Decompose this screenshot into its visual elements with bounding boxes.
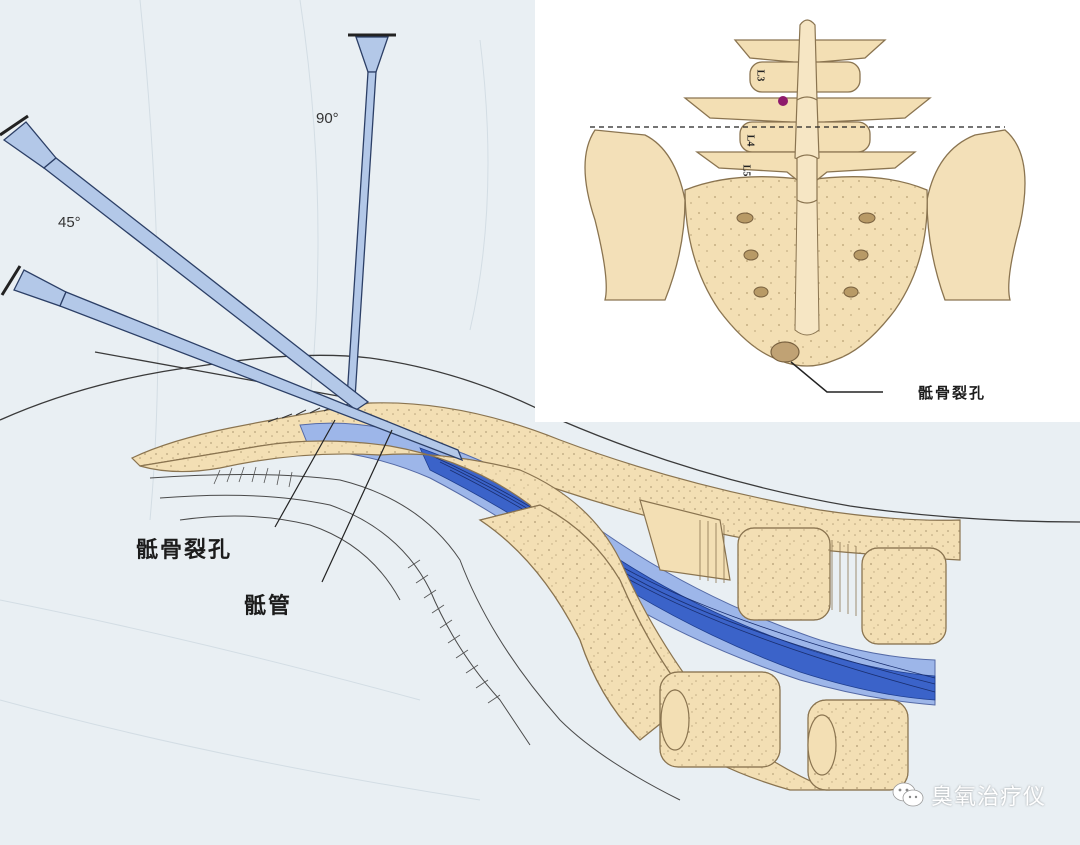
sacral-hiatus-label: 骶骨裂孔 (136, 538, 233, 563)
vertebral-bodies (478, 504, 909, 791)
sacral-canal-label: 骶管 (244, 594, 293, 619)
vertebra-label-l5: L5 (740, 164, 752, 177)
spinous-processes (794, 19, 820, 204)
angle-90-label: 90° (316, 110, 339, 127)
iliac-wing-right (926, 129, 1026, 301)
lumbar-laminae (639, 499, 947, 645)
sacral-hiatus-opening (770, 341, 800, 363)
hiatus-membrane (267, 403, 349, 423)
sacral-foramina (736, 212, 876, 298)
vertebra-label-l4: L4 (744, 134, 756, 147)
tissue-hatching (213, 466, 501, 704)
watermark-text: 臭氧治疗仪 (930, 785, 1046, 810)
posterior-spine-inset (535, 0, 1080, 422)
injection-marker (778, 96, 788, 106)
ligament-striations (699, 520, 857, 616)
vertebra-label-l3: L3 (754, 69, 766, 82)
angle-45-label: 45° (58, 214, 81, 231)
iliac-wing-left (584, 129, 686, 301)
needle-shallow (0, 265, 464, 462)
hiatus-leader-line (790, 361, 883, 393)
needle-45 (0, 114, 370, 411)
wechat-icon (892, 782, 924, 807)
watermark: 臭氧治疗仪 (891, 779, 1046, 811)
background-texture (0, 0, 489, 801)
inset-hiatus-label: 骶骨裂孔 (918, 384, 987, 402)
needle-90 (346, 33, 396, 399)
soft-tissue (149, 473, 681, 801)
leader-lines (274, 419, 393, 583)
median-sacral-crest (794, 194, 820, 336)
bone-texture (132, 402, 960, 560)
